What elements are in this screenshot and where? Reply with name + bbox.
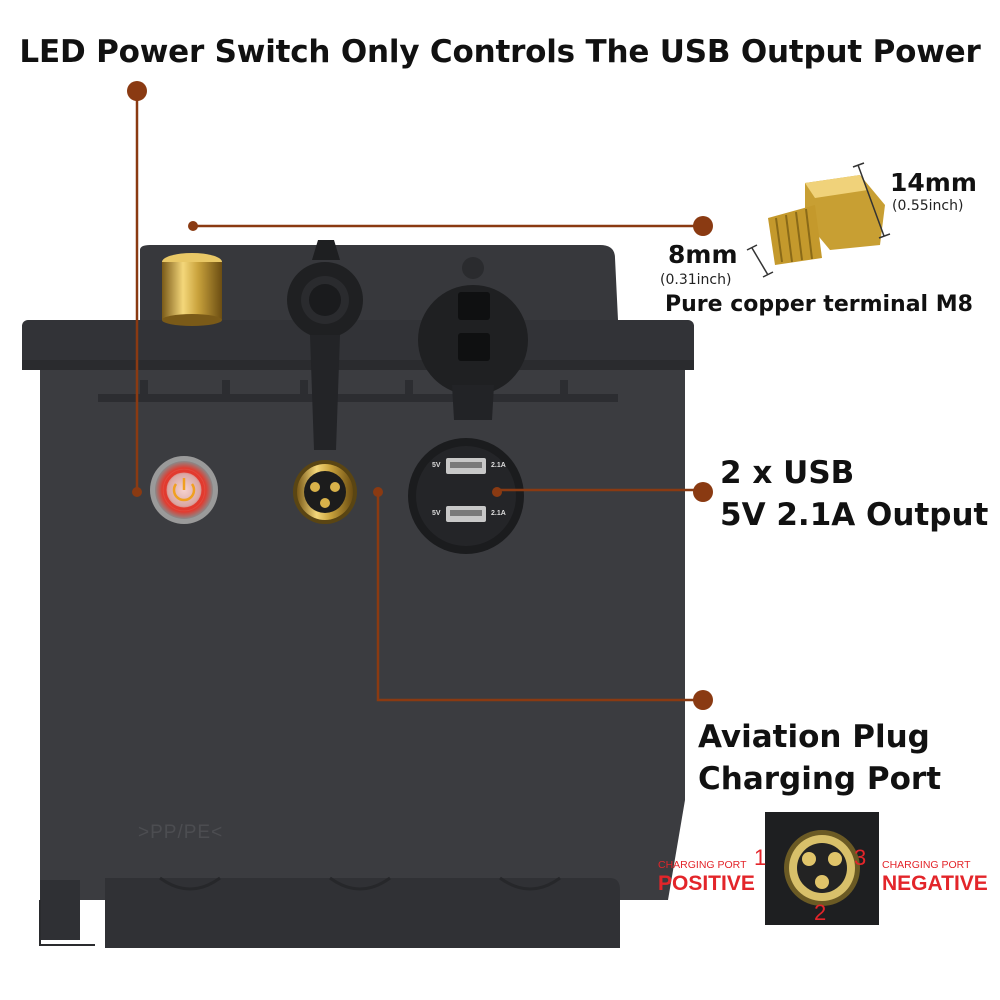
aviation-pin-inset [765, 812, 879, 925]
callout-dots [127, 81, 713, 710]
callout-lines [135, 92, 700, 702]
pin-positive-label: POSITIVE [658, 872, 755, 895]
pin-negative-label: NEGATIVE [882, 872, 988, 895]
aviation-callout: Aviation Plug Charging Port [698, 716, 941, 800]
usb-port-1-current: 2.1A [491, 462, 506, 469]
usb-port-2-current: 2.1A [491, 510, 506, 517]
pin-right-caption: CHARGING PORT [882, 859, 971, 871]
copper-terminal-post [162, 253, 222, 326]
usb-port-assembly[interactable] [408, 257, 528, 554]
usb-callout-line2: 5V 2.1A Output [720, 497, 989, 533]
pin-number-2: 2 [814, 900, 827, 925]
led-power-switch[interactable] [150, 456, 218, 524]
terminal-thread-size-inch: (0.31inch) [660, 272, 732, 288]
terminal-label: Pure copper terminal M8 [665, 292, 973, 317]
terminal-thread-size: 8mm [668, 240, 738, 269]
copper-bolt [746, 162, 891, 278]
pin-number-1: 1 [754, 845, 767, 870]
terminal-head-size-inch: (0.55inch) [892, 198, 964, 214]
aviation-pin-diagram [784, 830, 860, 906]
usb-callout: 2 x USB 5V 2.1A Output [720, 452, 988, 536]
terminal-head-size: 14mm [890, 168, 977, 197]
aviation-plug[interactable] [287, 240, 363, 524]
usb-callout-line1: 2 x USB [720, 455, 855, 491]
usb-port-1-voltage: 5V [432, 462, 441, 469]
aviation-callout-line1: Aviation Plug [698, 719, 930, 755]
aviation-callout-line2: Charging Port [698, 761, 942, 797]
usb-port-2-voltage: 5V [432, 510, 441, 517]
pin-left-caption: CHARGING PORT [658, 859, 747, 871]
battery-case [22, 245, 694, 948]
page-title: LED Power Switch Only Controls The USB O… [19, 34, 981, 70]
case-marking: >PP/PE< [138, 822, 224, 843]
pin-number-3: 3 [854, 845, 867, 870]
